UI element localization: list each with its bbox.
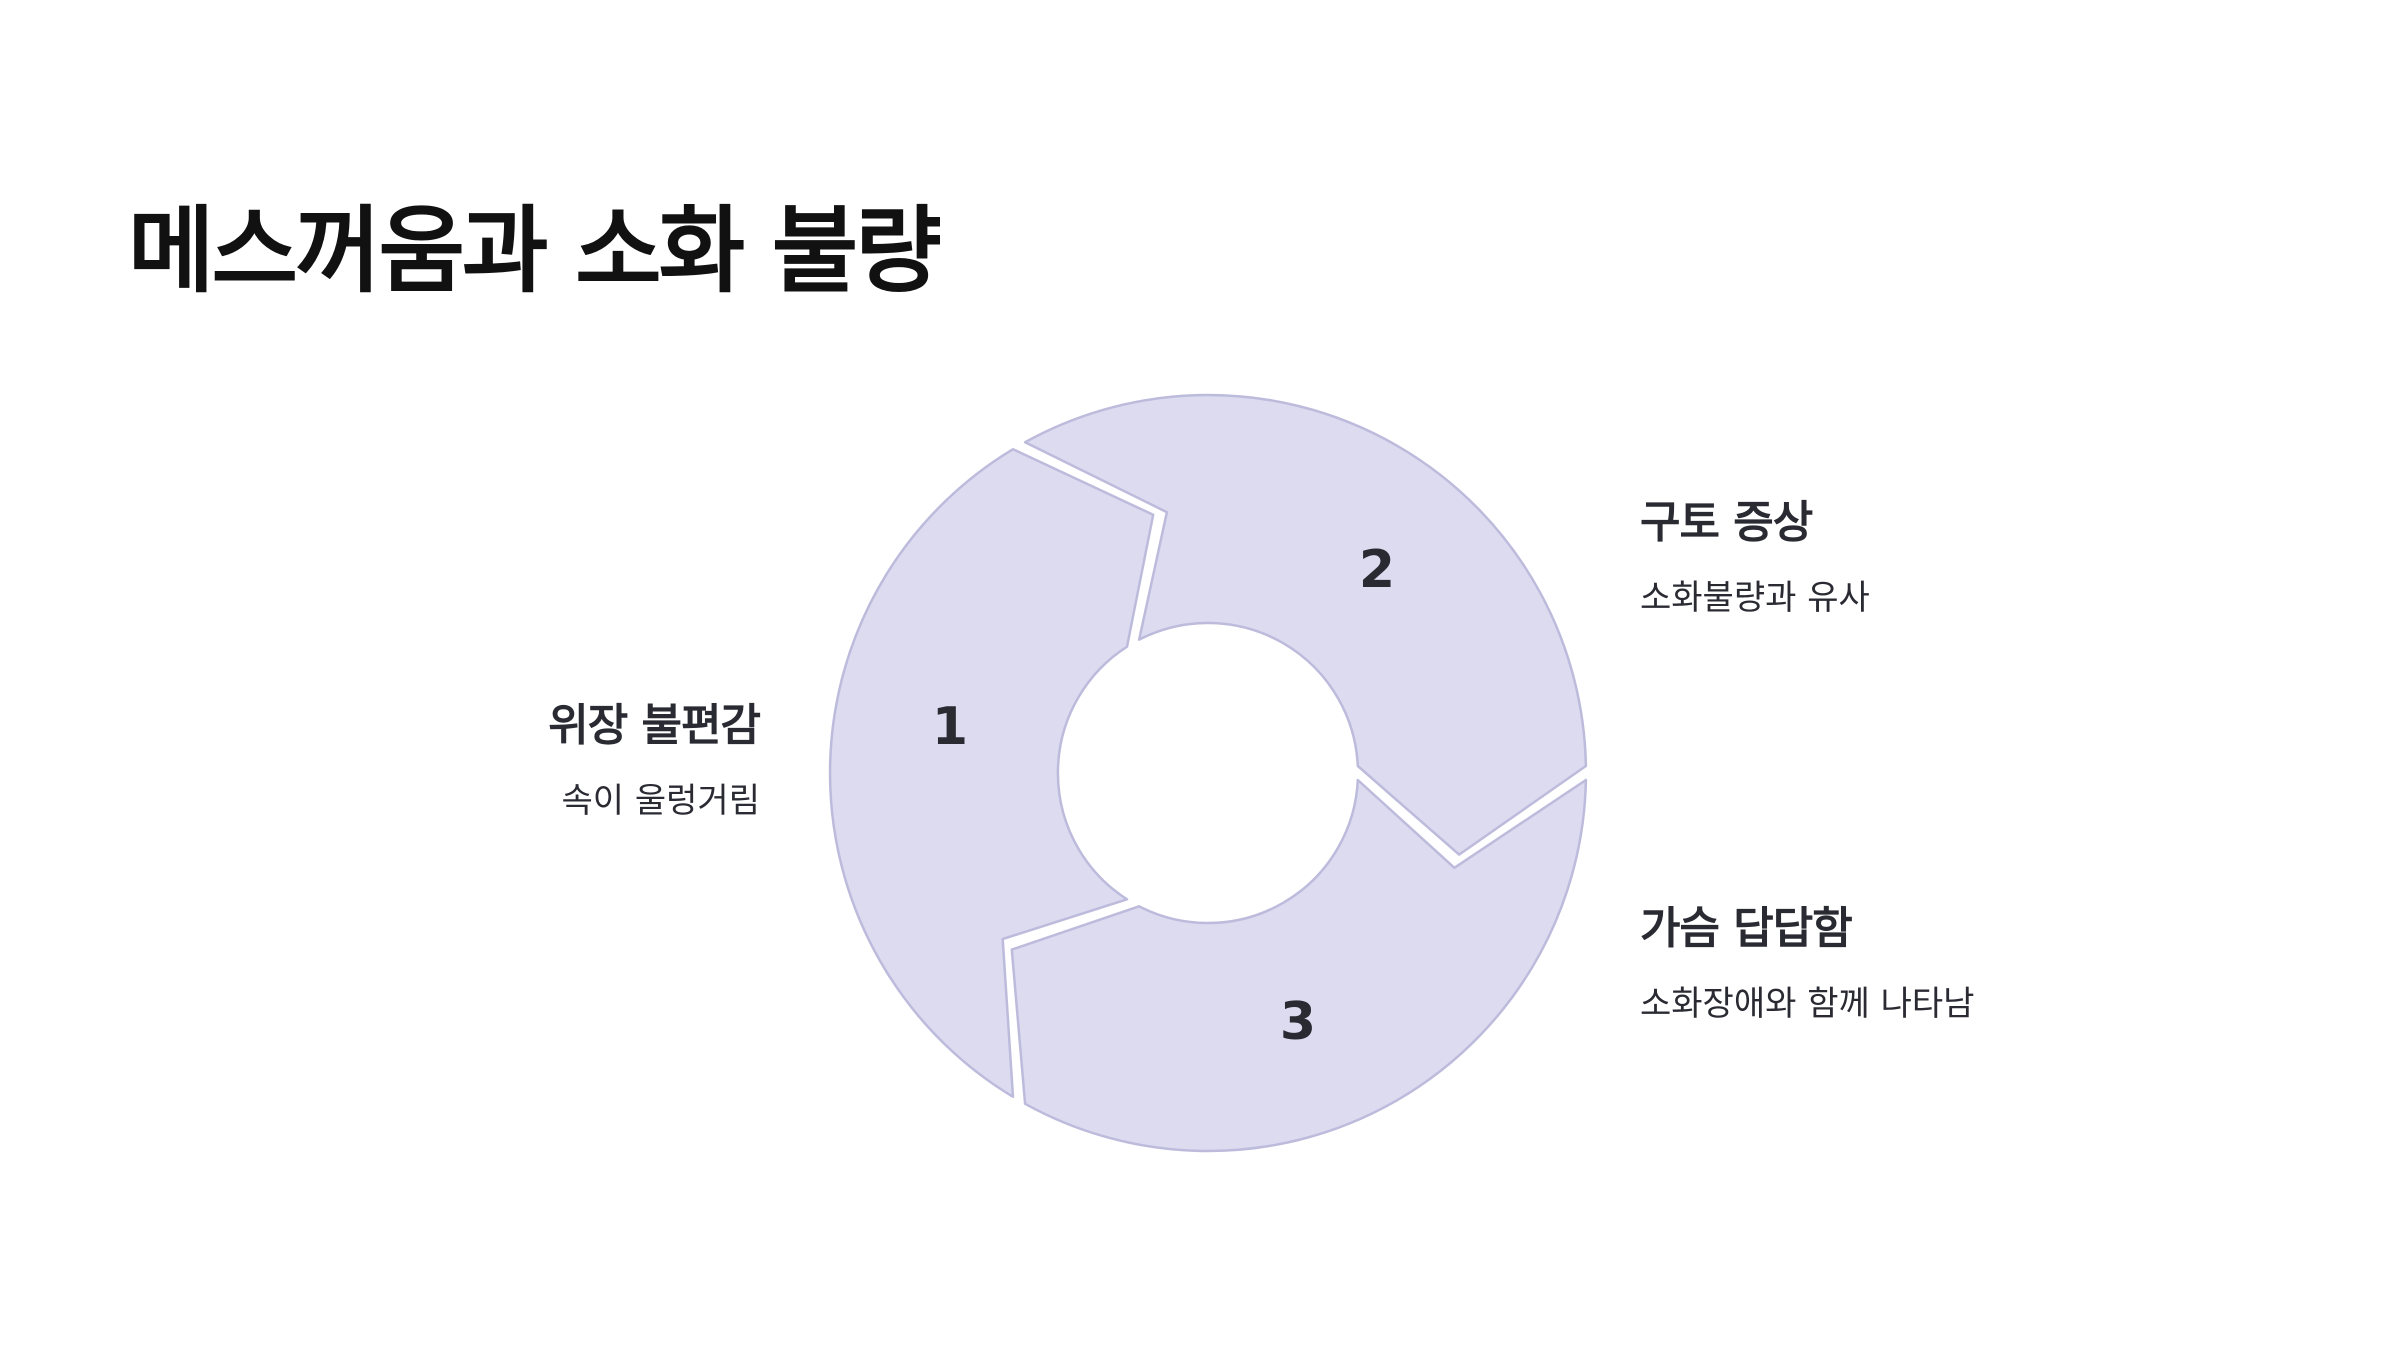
step-2-number: 2 [1359,540,1395,600]
cycle-segment-3 [828,447,1155,1099]
page-title: 메스꺼움과 소화 불량 [128,197,942,306]
cycle-segments [828,393,1588,1153]
step-2-description: 소화불량과 유사 [1640,577,1870,618]
cycle-step-numbers: 1 2 3 [932,540,1395,1052]
cycle-segment-2 [1010,778,1588,1153]
cycle-segment-1 [1023,393,1588,856]
step-3-description: 소화장애와 함께 나타남 [1640,983,1975,1024]
step-1-number: 1 [932,697,968,757]
step-2-callout: 구토 증상 소화불량과 유사 [1640,497,2100,619]
step-3-callout: 가슴 답답함 소화장애와 함께 나타남 [1640,903,2100,1025]
step-1-title: 위장 불편감 [548,700,761,751]
step-3-title: 가슴 답답함 [1640,903,1853,954]
step-2-title: 구토 증상 [1640,497,1813,548]
step-1-description: 속이 울렁거림 [561,780,761,821]
step-1-callout: 위장 불편감 속이 울렁거림 [300,700,761,822]
step-3-number: 3 [1280,992,1316,1052]
